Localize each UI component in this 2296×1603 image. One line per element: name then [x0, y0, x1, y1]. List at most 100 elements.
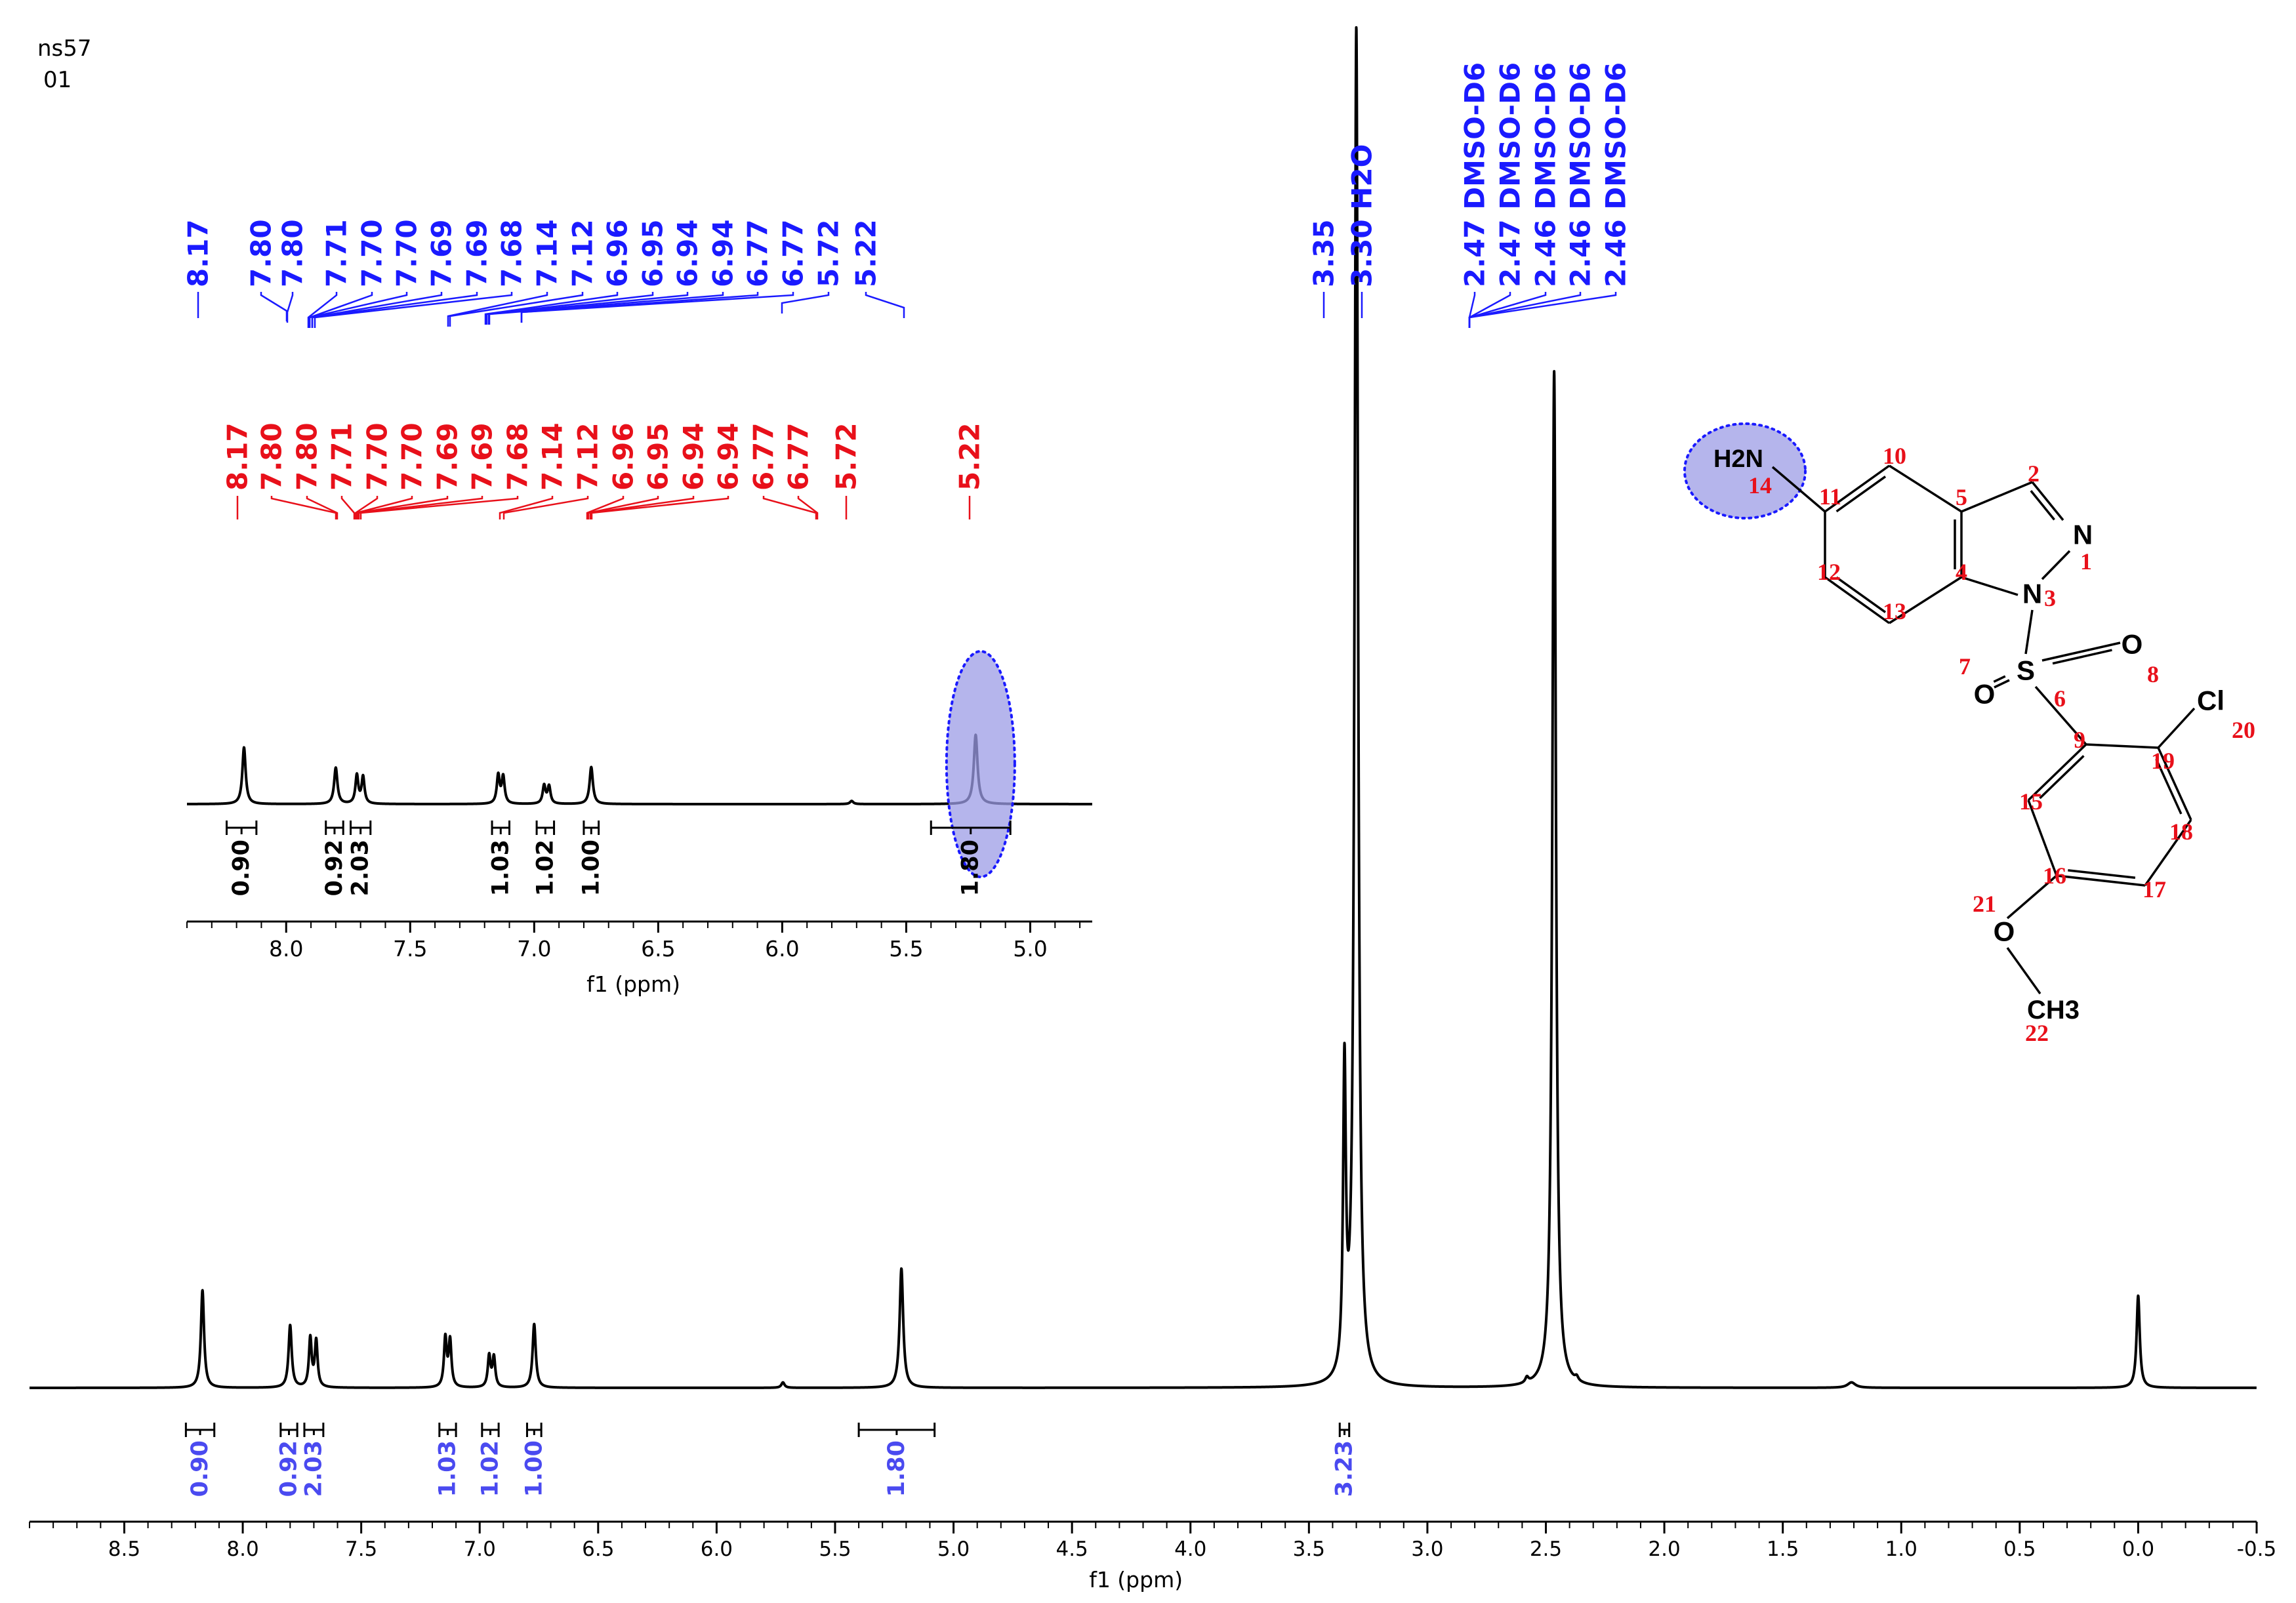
peak-label-connector-red — [358, 496, 483, 519]
bond — [1771, 466, 1826, 513]
double-bond-line — [2155, 758, 2183, 815]
bond — [1961, 481, 2033, 513]
peak-label-connector-red — [306, 496, 338, 519]
x-tick-label: 2.0 — [1648, 1537, 1680, 1561]
peak-label-connector-red — [340, 496, 356, 519]
peak-label-connector-red — [590, 496, 729, 519]
x-tick-label: 0.0 — [2122, 1537, 2154, 1561]
atom-n3: N — [2022, 578, 2042, 609]
bond — [1824, 576, 1891, 624]
inset-x-tick-label: 5.0 — [1013, 936, 1047, 962]
peak-label-connector — [520, 292, 794, 323]
peak-label-red: 7.14 — [537, 422, 569, 491]
bond — [2144, 819, 2192, 887]
peak-label-red: 7.80 — [256, 422, 288, 491]
peak-label-connector — [484, 292, 619, 325]
peak-label-red: 6.94 — [678, 422, 710, 491]
atom-number-label: 1 — [2080, 548, 2092, 575]
integral-value: 2.03 — [300, 1440, 327, 1497]
peak-label-blue: 5.22 — [850, 219, 882, 287]
peak-label-blue: 8.17 — [182, 219, 215, 287]
inset-x-tick-label: 6.0 — [765, 936, 799, 962]
integral-value: 1.02 — [477, 1440, 503, 1497]
atom-number-label: 19 — [2151, 748, 2175, 774]
inset-integral-value: 0.90 — [228, 840, 255, 896]
atom-number-label: 16 — [2043, 862, 2066, 889]
peak-label-red: 8.17 — [222, 422, 254, 491]
peak-label-blue: 2.46 DMSO-D6 — [1565, 62, 1597, 287]
integral-value: 0.92 — [276, 1440, 302, 1497]
inset-integral-value: 1.00 — [578, 840, 604, 896]
atom-number-label: 2 — [2028, 460, 2040, 487]
peak-label-blue: 2.46 DMSO-D6 — [1600, 62, 1632, 287]
atom-s: S — [2017, 655, 2035, 686]
peak-label-connector-red — [586, 496, 625, 519]
x-tick-label: 8.0 — [226, 1537, 258, 1561]
integral-value: 1.80 — [884, 1440, 910, 1497]
peak-label-connector-red — [359, 496, 519, 519]
peak-label-blue: 2.47 DMSO-D6 — [1494, 62, 1527, 287]
atom-ch3: CH3 — [2027, 996, 2080, 1025]
atom-cl: Cl — [2197, 685, 2224, 716]
peak-label-blue: 2.46 DMSO-D6 — [1530, 62, 1562, 287]
x-tick-label: 3.5 — [1293, 1537, 1325, 1561]
peak-label-blue: 2.47 DMSO-D6 — [1459, 62, 1491, 287]
double-bond-line — [1993, 675, 2006, 683]
x-tick-label: 5.5 — [819, 1537, 851, 1561]
bond — [2006, 874, 2058, 920]
inset-integral-value: 1.03 — [487, 840, 514, 896]
x-tick-label: 4.5 — [1056, 1537, 1088, 1561]
x-tick-label: 1.0 — [1885, 1537, 1917, 1561]
inset-x-tick-label: 8.0 — [269, 936, 303, 962]
atom-number-label: 15 — [2019, 788, 2043, 815]
peak-label-connector-red — [502, 496, 589, 519]
peak-label-blue: 7.68 — [496, 219, 528, 287]
atom-number-label: 13 — [1883, 598, 1906, 624]
peak-label-connector — [488, 292, 724, 325]
peak-label-red: 7.69 — [432, 422, 464, 491]
inset-integral-value: 1.80 — [958, 840, 984, 896]
peak-label-blue: 7.69 — [461, 219, 493, 287]
bond — [2027, 800, 2058, 876]
atom-nh2: H2N — [1713, 445, 1763, 473]
x-tick-label: 8.5 — [108, 1537, 140, 1561]
atom-number-label: 20 — [2232, 717, 2255, 743]
x-tick-label: 6.5 — [582, 1537, 614, 1561]
peak-label-connector-red — [589, 496, 695, 519]
atom-number-label: 14 — [1748, 472, 1772, 498]
peak-label-blue: 3.35 — [1308, 219, 1340, 287]
peak-label-connector — [447, 292, 548, 327]
atom-number-label: 3 — [2044, 585, 2056, 611]
x-tick-label: 2.5 — [1530, 1537, 1562, 1561]
peak-label-blue: 7.80 — [277, 219, 309, 287]
x-tick-label: -0.5 — [2237, 1537, 2277, 1561]
peak-label-red: 7.80 — [291, 422, 323, 491]
integral-value: 1.03 — [434, 1440, 461, 1497]
peak-label-connector — [311, 292, 478, 328]
bond — [2056, 874, 2146, 887]
peak-label-red: 7.12 — [572, 422, 604, 491]
peak-label-blue: 7.80 — [245, 219, 277, 287]
peak-label-red: 5.22 — [954, 422, 986, 491]
peak-label-red: 7.70 — [396, 422, 428, 491]
peak-label-connector — [307, 292, 338, 328]
integral-value: 1.00 — [521, 1440, 547, 1497]
integral-value: 0.90 — [187, 1440, 213, 1497]
inset-x-tick-label: 7.5 — [393, 936, 427, 962]
atom-number-label: 18 — [2169, 819, 2193, 845]
peak-label-blue: 7.71 — [321, 219, 353, 287]
peak-label-connector — [781, 292, 830, 314]
peak-label-connector — [260, 292, 288, 321]
peak-label-blue: 7.69 — [426, 219, 458, 287]
bond — [2006, 946, 2041, 995]
peak-label-red: 6.95 — [642, 422, 674, 491]
bond — [2041, 550, 2071, 580]
peak-label-connector — [1468, 292, 1617, 328]
peak-label-connector-red — [797, 496, 819, 519]
bond — [2157, 747, 2192, 821]
bond — [2027, 743, 2087, 802]
